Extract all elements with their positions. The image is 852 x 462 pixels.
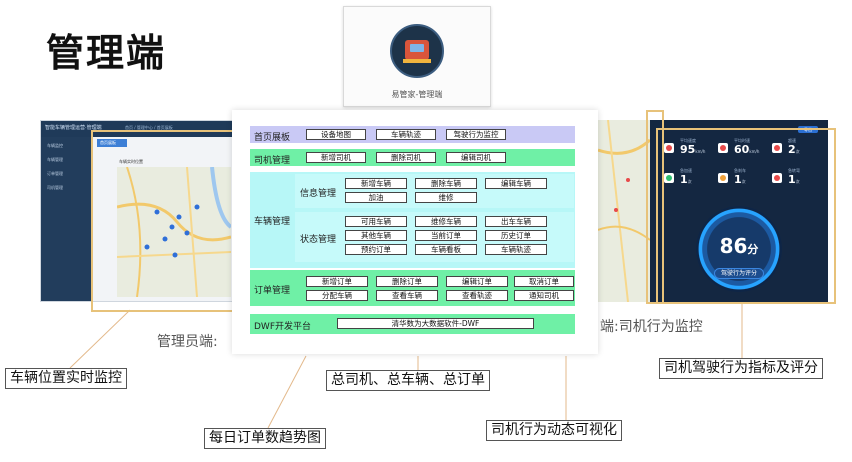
map-graphic — [117, 167, 231, 297]
edit-driver-button[interactable]: 编辑司机 — [446, 152, 506, 163]
app-icon-card[interactable]: 易管家-管理端 — [343, 6, 491, 107]
callout-daily-orders: 每日订单数趋势图 — [204, 428, 326, 449]
submodule-label-status: 状态管理 — [300, 235, 337, 245]
stat-sharp-turn: 急转弯 1次 — [772, 168, 812, 194]
module-label-order: 订单管理 — [254, 286, 291, 296]
stat-overspeed: 超速 2次 — [772, 138, 812, 164]
sidebar-item[interactable]: 订单管理 — [47, 171, 63, 176]
admin-brand: 智能车辆管理运营·管理端 — [45, 125, 102, 131]
module-label-vehicle: 车辆管理 — [254, 217, 291, 227]
caption-admin: 管理员端: — [157, 334, 218, 350]
other-vehicles-button[interactable]: 其他车辆 — [345, 230, 407, 241]
warning-icon — [772, 143, 782, 153]
score-label: 驾驶行为评分 — [714, 268, 764, 279]
admin-topbar: 智能车辆管理运营·管理端 首页 / 管理中心 / 首页展板 — [41, 121, 234, 137]
breadcrumb: 首页 / 管理中心 / 首页展板 — [125, 125, 173, 130]
truck-app-icon — [390, 24, 444, 78]
app-name: 易管家-管理端 — [391, 90, 443, 99]
score-value: 86分 — [719, 234, 759, 258]
sidebar-item[interactable]: 车辆管理 — [47, 157, 63, 162]
module-label-home: 首页展板 — [254, 133, 291, 143]
callout-vehicle-monitor: 车辆位置实时监控 — [5, 368, 127, 389]
driver-behavior-screenshot: 导出 平均速度 95km/h 平均时速 60km/h 超速 2次 急加速 1次 … — [650, 120, 828, 302]
submodule-label-info: 信息管理 — [300, 189, 337, 199]
turn-icon — [772, 173, 782, 183]
callout-behavior-score: 司机驾驶行为指标及评分 — [659, 358, 823, 379]
device-map-button[interactable]: 设备地图 — [306, 129, 366, 140]
caption-driver: 端:司机行为监控 — [600, 319, 703, 335]
assign-vehicle-button[interactable]: 分配车辆 — [306, 290, 368, 301]
admin-dashboard-screenshot: 智能车辆管理运营·管理端 首页 / 管理中心 / 首页展板 车辆监控 车辆管理 … — [40, 120, 235, 302]
speed-icon — [664, 143, 674, 153]
dwf-software-box[interactable]: 清华数为大数据软件-DWF — [337, 318, 534, 329]
edit-vehicle-button[interactable]: 编辑车辆 — [485, 178, 547, 189]
module-label-driver: 司机管理 — [254, 156, 291, 166]
delete-driver-button[interactable]: 删除司机 — [376, 152, 436, 163]
reserved-orders-button[interactable]: 预约订单 — [345, 244, 407, 255]
module-label-dwf: DWF开发平台 — [254, 322, 312, 332]
available-vehicles-button[interactable]: 可用车辆 — [345, 216, 407, 227]
delete-vehicle-button[interactable]: 删除车辆 — [415, 178, 477, 189]
stat-avg-hour-speed: 平均时速 60km/h — [718, 138, 759, 164]
notify-driver-button[interactable]: 通知司机 — [514, 290, 574, 301]
vehicle-track-button[interactable]: 车辆轨迹 — [485, 244, 547, 255]
current-orders-button[interactable]: 当前订单 — [415, 230, 477, 241]
driver-map[interactable] — [598, 120, 650, 302]
driving-behavior-monitor-button[interactable]: 驾驶行为监控 — [446, 129, 506, 140]
export-button[interactable]: 导出 — [798, 126, 818, 133]
callout-behavior-viz: 司机行为动态可视化 — [486, 420, 622, 441]
repair-button[interactable]: 维修 — [415, 192, 477, 203]
speed-icon — [718, 143, 728, 153]
edit-order-button[interactable]: 编辑订单 — [446, 276, 508, 287]
view-track-button[interactable]: 查看轨迹 — [446, 290, 508, 301]
stat-hard-brake: 急刹车 1次 — [718, 168, 758, 194]
vehicle-map[interactable] — [117, 167, 231, 297]
add-vehicle-button[interactable]: 新增车辆 — [345, 178, 407, 189]
dispatched-vehicles-button[interactable]: 出车车辆 — [485, 216, 547, 227]
panel-title: 车辆实时位置 — [119, 159, 143, 164]
repairing-vehicles-button[interactable]: 维修车辆 — [415, 216, 477, 227]
add-order-button[interactable]: 新增订单 — [306, 276, 368, 287]
brake-icon — [718, 173, 728, 183]
page-title: 管理端 — [46, 31, 167, 75]
tab-home-board[interactable]: 首页展板 — [97, 139, 127, 147]
sidebar-item[interactable]: 司机管理 — [47, 185, 63, 190]
score-gauge: 86分 驾驶行为评分 — [696, 206, 782, 292]
vehicle-board-button[interactable]: 车辆看板 — [415, 244, 477, 255]
add-driver-button[interactable]: 新增司机 — [306, 152, 366, 163]
accel-icon — [664, 173, 674, 183]
vehicle-track-button[interactable]: 车辆轨迹 — [376, 129, 436, 140]
sidebar-item[interactable]: 车辆监控 — [47, 143, 63, 148]
admin-sidebar: 车辆监控 车辆管理 订单管理 司机管理 — [41, 137, 91, 301]
cancel-order-button[interactable]: 取消订单 — [514, 276, 574, 287]
refuel-button[interactable]: 加油 — [345, 192, 407, 203]
view-vehicle-button[interactable]: 查看车辆 — [376, 290, 438, 301]
history-orders-button[interactable]: 历史订单 — [485, 230, 547, 241]
map-graphic — [598, 120, 650, 302]
callout-totals: 总司机、总车辆、总订单 — [326, 370, 490, 391]
stat-rapid-accel: 急加速 1次 — [664, 168, 704, 194]
stat-avg-speed: 平均速度 95km/h — [664, 138, 705, 164]
delete-order-button[interactable]: 删除订单 — [376, 276, 438, 287]
